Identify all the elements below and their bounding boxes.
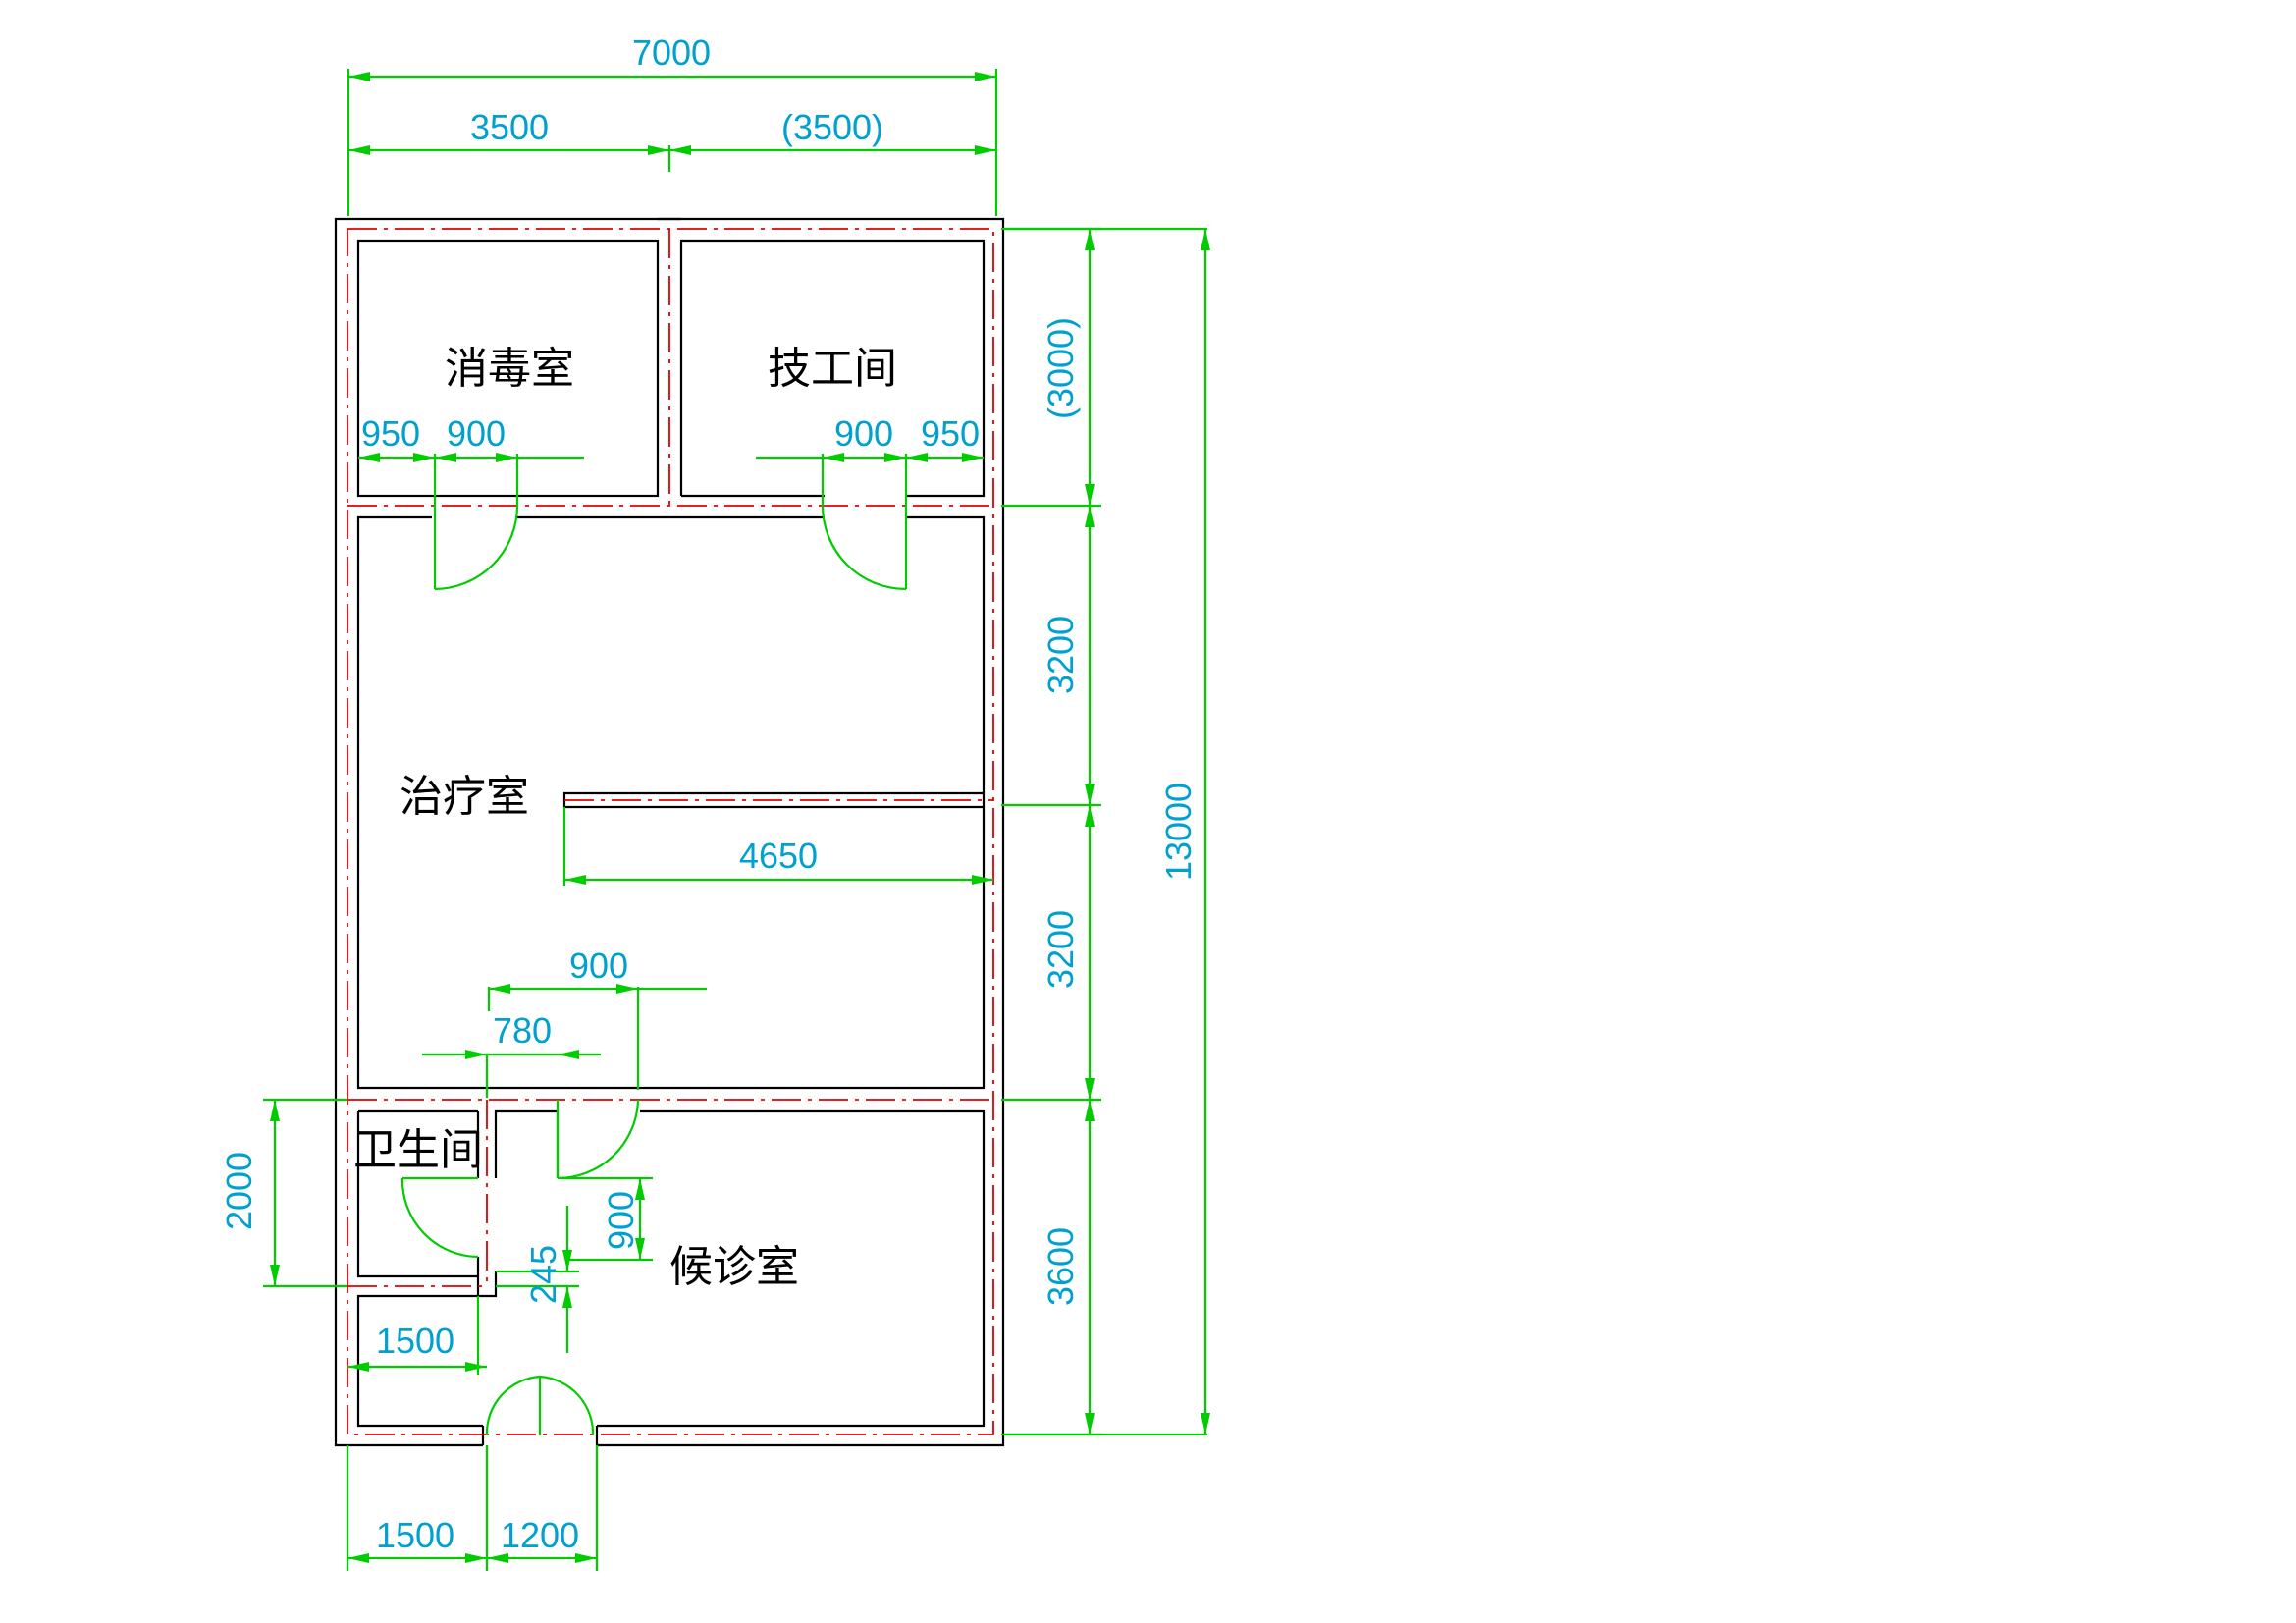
dimension-arrow-40	[465, 1050, 487, 1059]
axis-lines	[347, 228, 994, 1435]
dimension-labels: 7000 3500 (3500) 950 900 900 950 4650 90…	[219, 32, 1199, 1555]
dimension-arrow-7	[348, 145, 370, 155]
dimension-arrow-18	[435, 453, 456, 462]
dim-lower-door-width: 900	[569, 946, 628, 986]
dim-right-door-width: 900	[834, 413, 893, 454]
dimension-arrow-19	[496, 453, 517, 462]
room-labels: 消毒室 技工间 治疗室 卫生间 候诊室	[353, 344, 897, 1292]
dim-left-door-width: 900	[447, 413, 506, 454]
dimension-arrow-10	[669, 145, 691, 155]
dimension-arrow-52	[1085, 484, 1095, 506]
dimension-arrow-64	[1201, 1413, 1210, 1434]
dimension-arrow-37	[489, 984, 510, 994]
dim-entry-offset: 1500	[376, 1515, 454, 1555]
door-swing-disinfection	[434, 505, 519, 591]
disinfection-room-wall	[356, 239, 660, 498]
treatment-room-wall	[356, 515, 986, 1090]
dimension-arrow-5	[975, 72, 996, 81]
dimension-arrow-54	[1085, 506, 1095, 527]
door-swing-entry-left	[485, 1375, 541, 1436]
dimension-arrow-63	[1201, 229, 1210, 250]
dimension-arrow-16	[413, 453, 435, 462]
room-label-waiting: 候诊室	[669, 1242, 799, 1292]
dim-toilet-width: 1500	[376, 1321, 454, 1361]
toilet-partition-b	[494, 1109, 560, 1178]
dimension-arrow-80	[562, 1286, 572, 1308]
dimension-arrow-15	[358, 453, 380, 462]
dim-bottom-row: 3600	[1041, 1227, 1081, 1306]
dimension-lines	[263, 69, 1210, 1571]
door-swing-toilet	[400, 1177, 479, 1259]
axis-outer	[347, 228, 994, 1435]
technician-room-wall	[679, 239, 986, 498]
dim-right-door-offset: 950	[921, 413, 980, 454]
door-swing-technician	[821, 505, 907, 591]
dimension-arrow-32	[564, 875, 586, 885]
room-label-technician: 技工间	[768, 344, 897, 394]
dim-middle-upper: 3200	[1041, 616, 1081, 694]
dimension-arrow-41	[558, 1050, 579, 1059]
dim-entry-width: 1200	[501, 1515, 579, 1555]
waiting-room-wall-left	[356, 1294, 483, 1428]
doors	[400, 505, 908, 1436]
dim-toilet-door-offset: 780	[493, 1010, 552, 1051]
toilet-wall	[356, 1111, 478, 1278]
dimension-arrow-69	[270, 1265, 280, 1286]
dimension-arrow-93	[575, 1553, 597, 1563]
dimension-arrow-60	[1085, 1100, 1095, 1121]
dimension-arrow-58	[1085, 1078, 1095, 1100]
door-swing-entry-right	[539, 1375, 595, 1436]
dimension-arrow-51	[1085, 229, 1095, 250]
dimension-arrow-26	[884, 453, 906, 462]
toilet-partition	[476, 1257, 498, 1298]
dimension-arrow-55	[1085, 784, 1095, 805]
dim-partition-length: 4650	[739, 836, 818, 876]
room-label-treatment: 治疗室	[400, 772, 529, 822]
door-swing-waiting	[557, 1099, 640, 1180]
room-label-disinfection: 消毒室	[445, 344, 574, 394]
dim-left-door-offset: 950	[361, 413, 420, 454]
dimension-arrow-74	[635, 1238, 645, 1260]
dimension-arrow-68	[270, 1100, 280, 1121]
dimension-arrow-57	[1085, 805, 1095, 827]
room-label-toilet: 卫生间	[353, 1125, 483, 1175]
dimension-arrow-38	[616, 984, 638, 994]
dimension-arrow-84	[465, 1362, 487, 1372]
dimension-arrow-28	[906, 453, 928, 462]
dim-total-width: 7000	[632, 32, 711, 73]
dimension-arrow-11	[975, 145, 996, 155]
dim-top-row: (3000)	[1041, 317, 1081, 419]
dimension-arrow-29	[962, 453, 984, 462]
dim-total-depth: 13000	[1158, 783, 1199, 881]
dim-right-bay: (3500)	[781, 107, 883, 147]
dimension-arrow-8	[648, 145, 669, 155]
dimension-arrow-4	[348, 72, 370, 81]
dim-toilet-door-swing: 900	[601, 1191, 641, 1250]
dimension-arrow-73	[635, 1178, 645, 1200]
dim-middle-lower: 3200	[1041, 910, 1081, 989]
dimension-arrow-90	[465, 1553, 487, 1563]
dim-toilet-wall-gap: 245	[523, 1245, 563, 1304]
dimension-arrow-25	[823, 453, 844, 462]
dim-left-bay: 3500	[470, 107, 549, 147]
dimension-arrow-83	[347, 1362, 369, 1372]
dimension-arrow-92	[487, 1553, 508, 1563]
dimension-arrow-78	[562, 1250, 572, 1271]
dimension-arrow-33	[972, 875, 993, 885]
dimension-arrow-89	[347, 1553, 369, 1563]
waiting-room-wall	[597, 1109, 986, 1428]
dim-toilet-height: 2000	[219, 1152, 259, 1230]
walls	[334, 217, 1005, 1447]
dimension-arrow-61	[1085, 1413, 1095, 1434]
